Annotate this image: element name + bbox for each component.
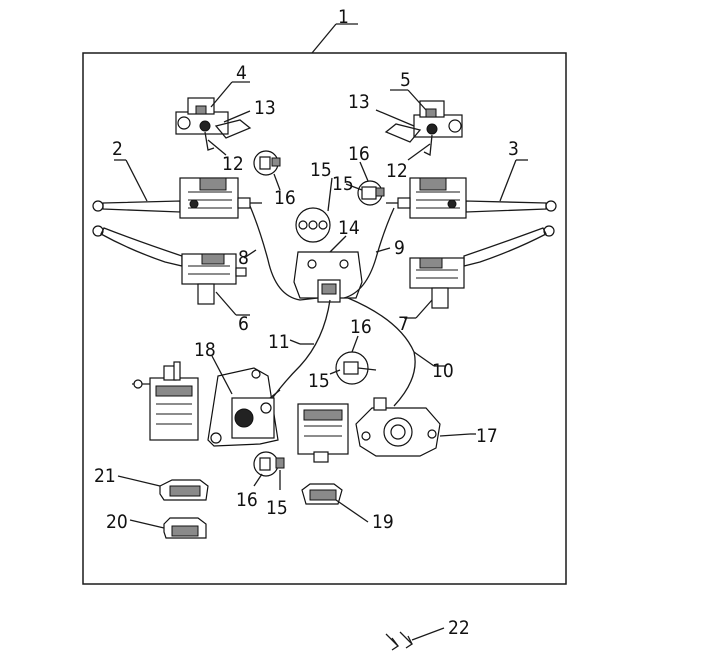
callout-7: 7: [398, 313, 409, 335]
callout-10: 10: [432, 360, 454, 382]
part-20-brake-pad: [163, 517, 207, 539]
assembly-frame: [82, 52, 567, 585]
part-16-bolt-detail-middle: [335, 351, 377, 385]
part-16-bolt-detail-lower: [253, 451, 285, 477]
callout-5: 5: [400, 69, 411, 91]
part-22-pins: [385, 631, 414, 651]
part-8-hose-left: [249, 205, 319, 301]
callout-11: 11: [268, 331, 290, 353]
callout-18: 18: [194, 339, 216, 361]
part-16-bolt-detail-left: [253, 150, 281, 176]
callout-16-lower: 16: [236, 489, 258, 511]
part-5-right-reservoir: [384, 100, 463, 157]
part-6-left-rear-lever: [92, 225, 247, 305]
part-9-hose-right: [343, 207, 395, 299]
callout-20: 20: [106, 511, 128, 533]
callout-17: 17: [476, 425, 498, 447]
callout-15-middle: 15: [308, 370, 330, 392]
callout-16-top-left: 16: [274, 187, 296, 209]
callout-16-middle: 16: [350, 316, 372, 338]
callout-15-lower: 15: [266, 497, 288, 519]
callout-9: 9: [394, 237, 405, 259]
callout-12-left: 12: [222, 153, 244, 175]
callout-3: 3: [508, 138, 519, 160]
part-14-junction-block: [293, 251, 363, 303]
callout-1: 1: [338, 6, 349, 28]
callout-22: 22: [448, 617, 470, 639]
part-11-hose-front: [263, 299, 331, 411]
part-17-rear-caliper: [355, 397, 441, 457]
callout-13-left: 13: [254, 97, 276, 119]
part-4-left-reservoir: [175, 97, 252, 151]
part-18-front-caliper-bracket: [207, 367, 281, 447]
callout-13-right: 13: [348, 91, 370, 113]
part-16-bolt-detail-right: [357, 180, 385, 206]
part-21-brake-pad: [159, 479, 209, 501]
callout-21: 21: [94, 465, 116, 487]
callout-8: 8: [238, 247, 249, 269]
part-center-caliper: [297, 403, 349, 463]
part-2-left-lever-assembly: [92, 177, 262, 219]
callout-4: 4: [236, 62, 247, 84]
part-19-brake-pad: [301, 483, 343, 505]
callout-16-top-right: 16: [348, 143, 370, 165]
callout-15-top-right: 15: [332, 173, 354, 195]
callout-15-top-center: 15: [310, 159, 332, 181]
part-16-washer-detail-center: [295, 207, 331, 243]
part-10-hose-rear: [347, 297, 416, 407]
callout-12-right: 12: [386, 160, 408, 182]
part-left-rear-caliper: [132, 361, 199, 441]
callout-19: 19: [372, 511, 394, 533]
callout-6: 6: [238, 313, 249, 335]
part-3-right-lever-assembly: [386, 177, 557, 219]
part-7-right-rear-lever: [409, 225, 555, 309]
callout-14: 14: [338, 217, 360, 239]
callout-2: 2: [112, 138, 123, 160]
